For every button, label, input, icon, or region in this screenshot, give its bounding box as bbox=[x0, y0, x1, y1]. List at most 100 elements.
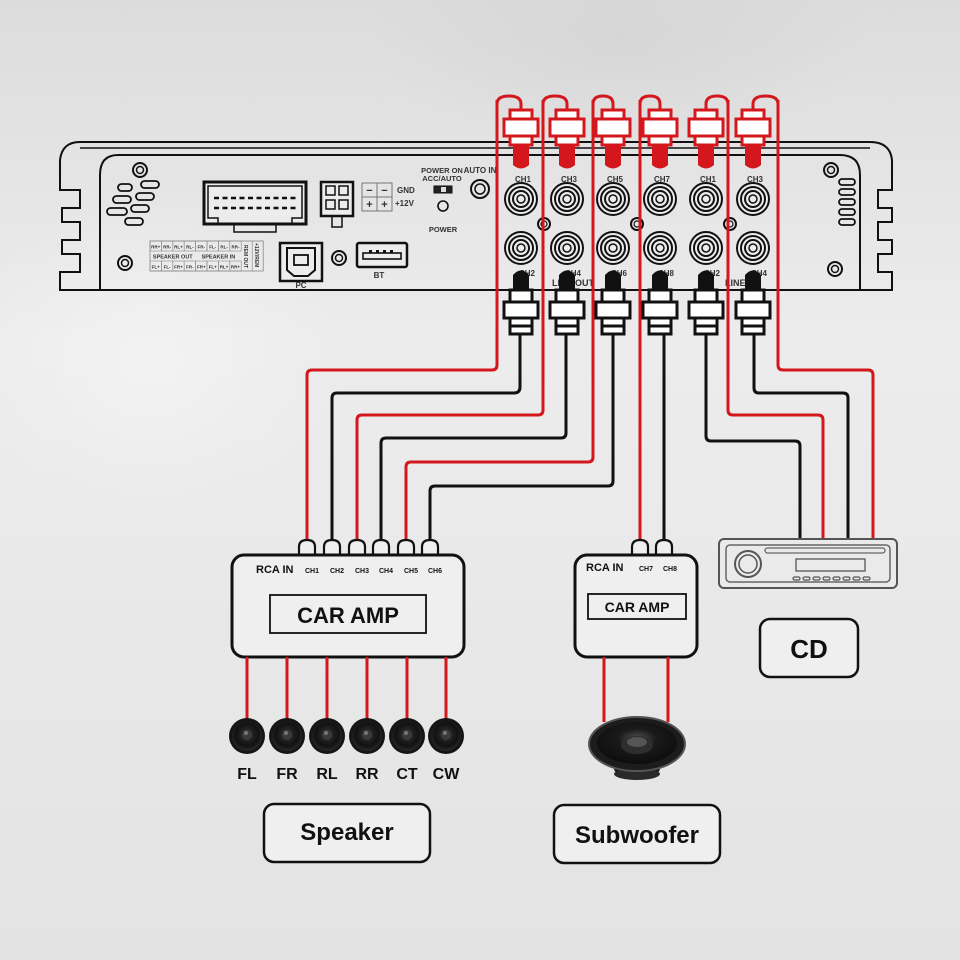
rca-plug-red[interactable] bbox=[591, 94, 632, 169]
amp-input-socket[interactable] bbox=[654, 538, 674, 556]
power-led-icon bbox=[437, 200, 449, 212]
rca-channel-label: CH3 bbox=[747, 175, 764, 184]
rca-jack[interactable] bbox=[736, 231, 770, 265]
rca-plug-black[interactable] bbox=[548, 270, 586, 343]
amp-input-socket[interactable] bbox=[322, 538, 342, 556]
cd-caption: CD bbox=[790, 634, 828, 664]
amp2-channel-label: CH8 bbox=[663, 566, 677, 573]
power-connector[interactable] bbox=[319, 180, 355, 228]
svg-text:−: − bbox=[381, 185, 387, 197]
subwoofer-icon bbox=[588, 716, 686, 780]
harness-connector[interactable] bbox=[202, 180, 308, 233]
amp-input-socket[interactable] bbox=[420, 538, 440, 556]
speaker-icon bbox=[389, 718, 425, 754]
rca-plug-black[interactable] bbox=[594, 270, 632, 343]
rca-jack[interactable] bbox=[504, 182, 538, 216]
rca-plug-black[interactable] bbox=[502, 270, 540, 343]
rca-channel-label: CH3 bbox=[561, 175, 578, 184]
amp-input-socket[interactable] bbox=[371, 538, 391, 556]
rca-jack[interactable] bbox=[689, 182, 723, 216]
terminal-label: FL- bbox=[209, 245, 216, 250]
auto-in-jack[interactable] bbox=[470, 179, 490, 199]
amp-input-socket[interactable] bbox=[630, 538, 650, 556]
screw-icon bbox=[827, 261, 843, 277]
rca-jack[interactable] bbox=[596, 182, 630, 216]
terminal-label: FR- bbox=[198, 245, 206, 250]
amp1-title: CAR AMP bbox=[297, 603, 399, 628]
rca-jack-panel: CH1CH2CH3CH4CH5CH6CH7CH8CH1CH2CH3CH4 bbox=[504, 175, 770, 278]
rca-plug-red[interactable] bbox=[638, 94, 679, 169]
vent-slots-left bbox=[106, 180, 160, 226]
terminal-label: RR- bbox=[232, 245, 240, 250]
power-led-label: POWER bbox=[429, 225, 458, 234]
svg-text:−: − bbox=[366, 185, 372, 197]
rca-channel-label: CH7 bbox=[654, 175, 671, 184]
speaker-out-label: SPEAKER OUT bbox=[153, 255, 193, 261]
terminal-label: RL- bbox=[220, 245, 228, 250]
screw-icon bbox=[132, 162, 148, 178]
amp2-title: CAR AMP bbox=[605, 599, 670, 615]
speaker-channel-label: CT bbox=[396, 766, 418, 783]
cd-head-unit[interactable] bbox=[718, 538, 898, 589]
rca-jack[interactable] bbox=[596, 231, 630, 265]
screw-icon bbox=[117, 255, 133, 271]
rca-plug-red[interactable] bbox=[734, 94, 780, 169]
terminal-label: FR- bbox=[186, 265, 194, 270]
rca-plug-red[interactable] bbox=[687, 94, 730, 169]
subwoofer-caption: Subwoofer bbox=[575, 822, 699, 849]
wire-ch5-red bbox=[404, 100, 595, 545]
speaker-in-label: SPEAKER IN bbox=[202, 255, 236, 261]
acc-auto-switch[interactable]: POWER ON ACC/AUTO bbox=[421, 166, 463, 194]
wire-ch3-red bbox=[355, 100, 545, 545]
rca-plug-red[interactable] bbox=[495, 94, 540, 169]
amp1-rca-in-label: RCA IN bbox=[256, 564, 294, 576]
rca-jack[interactable] bbox=[643, 231, 677, 265]
line-in-label: LINE IN bbox=[725, 278, 757, 288]
amp-input-socket[interactable] bbox=[396, 538, 416, 556]
rem-label: +12V/REM bbox=[253, 243, 259, 267]
svg-text:+: + bbox=[381, 199, 387, 211]
speaker-channel-label: RL bbox=[316, 766, 338, 783]
rca-plug-black[interactable] bbox=[734, 270, 772, 343]
amp2-channel-label: CH7 bbox=[639, 566, 653, 573]
terminal-label: FL- bbox=[164, 265, 171, 270]
rca-jack[interactable] bbox=[643, 182, 677, 216]
bt-label: BT bbox=[374, 271, 385, 280]
subwoofer bbox=[588, 657, 686, 780]
terminal-label: RR+ bbox=[151, 245, 160, 250]
rca-plug-red[interactable] bbox=[541, 94, 586, 169]
speaker-icon bbox=[229, 718, 265, 754]
rca-plug-black[interactable] bbox=[641, 270, 679, 343]
amp1-channel-label: CH1 bbox=[305, 568, 319, 575]
terminal-label: FL+ bbox=[209, 265, 217, 270]
amp1-channel-label: CH3 bbox=[355, 568, 369, 575]
rca-jack[interactable] bbox=[550, 231, 584, 265]
pc-usb-port[interactable]: PC bbox=[278, 241, 324, 290]
rca-jack[interactable] bbox=[504, 231, 538, 265]
rca-channel-label: CH1 bbox=[700, 175, 717, 184]
speaker-channel-label: RR bbox=[355, 766, 379, 783]
wire-cd-black-1 bbox=[704, 340, 802, 540]
rca-jack[interactable] bbox=[550, 182, 584, 216]
plus12v-label: +12V bbox=[395, 199, 415, 208]
rca-plug-black[interactable] bbox=[687, 270, 725, 343]
amp-input-socket[interactable] bbox=[347, 538, 367, 556]
speaker-caption-box: Speaker bbox=[262, 802, 432, 864]
gnd-rem-out-label: REM OUT bbox=[242, 245, 248, 268]
rca-jack[interactable] bbox=[736, 182, 770, 216]
amp1-channel-label: CH4 bbox=[379, 568, 393, 575]
amp-input-socket[interactable] bbox=[297, 538, 317, 556]
svg-text:+: + bbox=[366, 199, 372, 211]
chassis-outer bbox=[59, 141, 893, 291]
rca-jack[interactable] bbox=[689, 231, 723, 265]
power-on-label: POWER ON bbox=[421, 166, 463, 175]
speaker-icon bbox=[269, 718, 305, 754]
wire-ch6-black bbox=[428, 340, 615, 545]
terminal-label: RR- bbox=[163, 245, 171, 250]
amp1-channel-label: CH2 bbox=[330, 568, 344, 575]
speaker-channel-label: CW bbox=[433, 766, 461, 783]
bt-usb-port[interactable]: BT bbox=[355, 241, 409, 280]
amp1-channel-label: CH5 bbox=[404, 568, 418, 575]
